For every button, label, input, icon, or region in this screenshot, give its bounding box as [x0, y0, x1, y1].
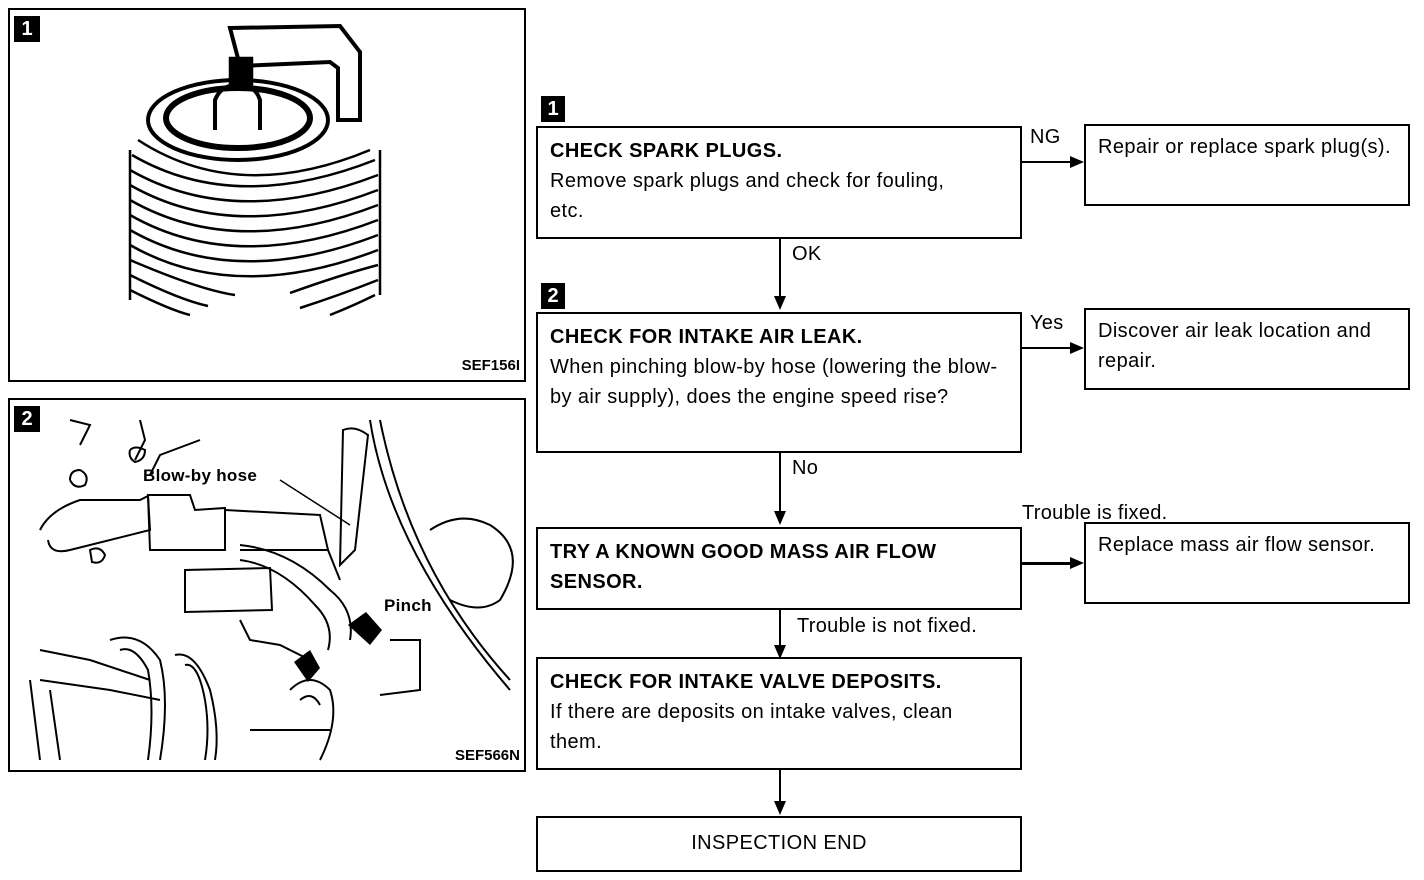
figure-1-panel: 1 SEF15	[8, 8, 526, 382]
step-3-result-box: Replace mass air flow sensor.	[1084, 522, 1410, 604]
step-3-next-arrow-icon	[774, 645, 786, 659]
step-3-branch-arrow-icon	[1070, 557, 1084, 569]
step-1-box: CHECK SPARK PLUGS. Remove spark plugs an…	[536, 126, 1022, 239]
step-4-title: CHECK FOR INTAKE VALVE DEPOSITS.	[550, 671, 942, 693]
engine-bay-illustration	[29, 419, 514, 761]
step-4-next-arrow-icon	[774, 801, 786, 815]
step-1-result-box: Repair or replace spark plug(s).	[1084, 124, 1410, 206]
figure-1-badge: 1	[14, 16, 40, 42]
step-2-box: CHECK FOR INTAKE AIR LEAK. When pinching…	[536, 312, 1022, 453]
figure-2-panel: 2	[8, 398, 526, 772]
step-2-next-arrow-icon	[774, 511, 786, 525]
step-4-next-line	[779, 770, 781, 804]
step-2-branch-line	[1022, 347, 1072, 349]
step-1-badge: 1	[541, 96, 565, 122]
step-2-branch-label: Yes	[1030, 312, 1064, 334]
figure-1-code: SEF156I	[461, 357, 520, 374]
figure-2-code: SEF566N	[454, 747, 520, 764]
step-2-result-box: Discover air leak location and repair.	[1084, 308, 1410, 390]
step-4-body: If there are deposits on intake valves, …	[550, 701, 953, 753]
step-1-next-arrow-icon	[774, 296, 786, 310]
inspection-end-box: INSPECTION END	[536, 816, 1022, 872]
step-3-branch-line	[1022, 562, 1072, 565]
step-1-body: Remove spark plugs and check for fouling…	[550, 170, 945, 222]
step-3-result-text: Replace mass air flow sensor.	[1098, 534, 1376, 556]
step-2-result-text: Discover air leak location and repair.	[1098, 320, 1372, 372]
step-2-badge: 2	[541, 283, 565, 309]
step-3-box: TRY A KNOWN GOOD MASS AIR FLOW SENSOR.	[536, 527, 1022, 610]
step-3-next-label: Trouble is not fixed.	[797, 615, 978, 637]
step-2-next-line	[779, 453, 781, 513]
step-3-next-line	[779, 610, 781, 648]
figure-2-badge: 2	[14, 406, 40, 432]
step-4-box: CHECK FOR INTAKE VALVE DEPOSITS. If ther…	[536, 657, 1022, 770]
step-1-branch-line	[1022, 161, 1072, 163]
blow-by-hose-label: Blow-by hose	[143, 466, 258, 485]
step-1-result-text: Repair or replace spark plug(s).	[1098, 136, 1391, 158]
step-1-title: CHECK SPARK PLUGS.	[550, 140, 783, 162]
step-1-next-line	[779, 239, 781, 299]
step-3-branch-label: Trouble is fixed.	[1022, 502, 1168, 524]
inspection-end-label: INSPECTION END	[691, 832, 867, 854]
step-2-branch-arrow-icon	[1070, 342, 1084, 354]
step-3-title: TRY A KNOWN GOOD MASS AIR FLOW SENSOR.	[550, 541, 937, 593]
step-2-body: When pinching blow-by hose (lowering the…	[550, 356, 998, 408]
step-2-next-label: No	[792, 457, 819, 479]
step-1-branch-arrow-icon	[1070, 156, 1084, 168]
pinch-label: Pinch	[384, 596, 432, 615]
step-1-next-label: OK	[792, 243, 822, 265]
step-1-branch-label: NG	[1030, 126, 1061, 148]
step-2-title: CHECK FOR INTAKE AIR LEAK.	[550, 326, 863, 348]
spark-plug-illustration	[128, 23, 382, 317]
